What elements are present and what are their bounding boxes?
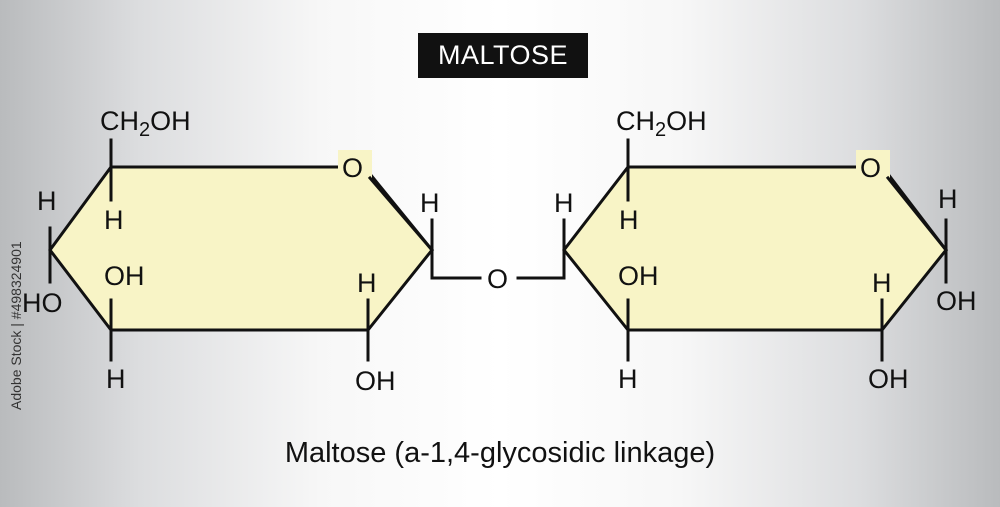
bridge-left-bond xyxy=(430,248,482,280)
left-c5-h: H xyxy=(104,205,124,235)
left-c1-h: H xyxy=(420,188,440,218)
right-c2-oh: OH xyxy=(868,364,909,394)
right-c3-oh: OH xyxy=(618,261,659,291)
left-ch2-label: CH2OH xyxy=(100,106,191,141)
right-ring-oxygen: O xyxy=(860,153,881,183)
left-c3-oh: OH xyxy=(104,261,145,291)
left-c2-h: H xyxy=(357,268,377,298)
bridge-right-bond xyxy=(516,248,566,280)
right-ring-o-c1-bond xyxy=(885,175,949,253)
left-ring-oxygen: O xyxy=(342,153,363,183)
stock-watermark: Adobe Stock | #498324901 xyxy=(8,241,24,410)
left-c2-oh: OH xyxy=(355,366,396,396)
left-ring-o-c1-bond xyxy=(367,175,435,253)
right-c1-oh: OH xyxy=(936,286,977,316)
right-c3-h: H xyxy=(618,364,638,394)
right-c5-h: H xyxy=(619,205,639,235)
left-glucose-ring xyxy=(48,165,434,332)
right-glucose-ring xyxy=(562,165,948,332)
title-box: MALTOSE xyxy=(418,33,588,78)
left-c4-ho: HO xyxy=(22,288,63,318)
page-title: MALTOSE xyxy=(437,40,569,70)
left-ring-o-gap xyxy=(338,150,372,184)
right-c2-h: H xyxy=(872,268,892,298)
diagram-caption: Maltose (a-1,4-glycosidic linkage) xyxy=(284,437,716,469)
right-c4-h: H xyxy=(554,188,574,218)
right-c1-h: H xyxy=(938,184,958,214)
left-c3-h: H xyxy=(106,364,126,394)
right-ch2-label: CH2OH xyxy=(616,106,707,141)
right-ring-o-gap xyxy=(856,150,890,184)
left-c4-h: H xyxy=(37,186,57,216)
glycosidic-oxygen: O xyxy=(487,264,508,294)
